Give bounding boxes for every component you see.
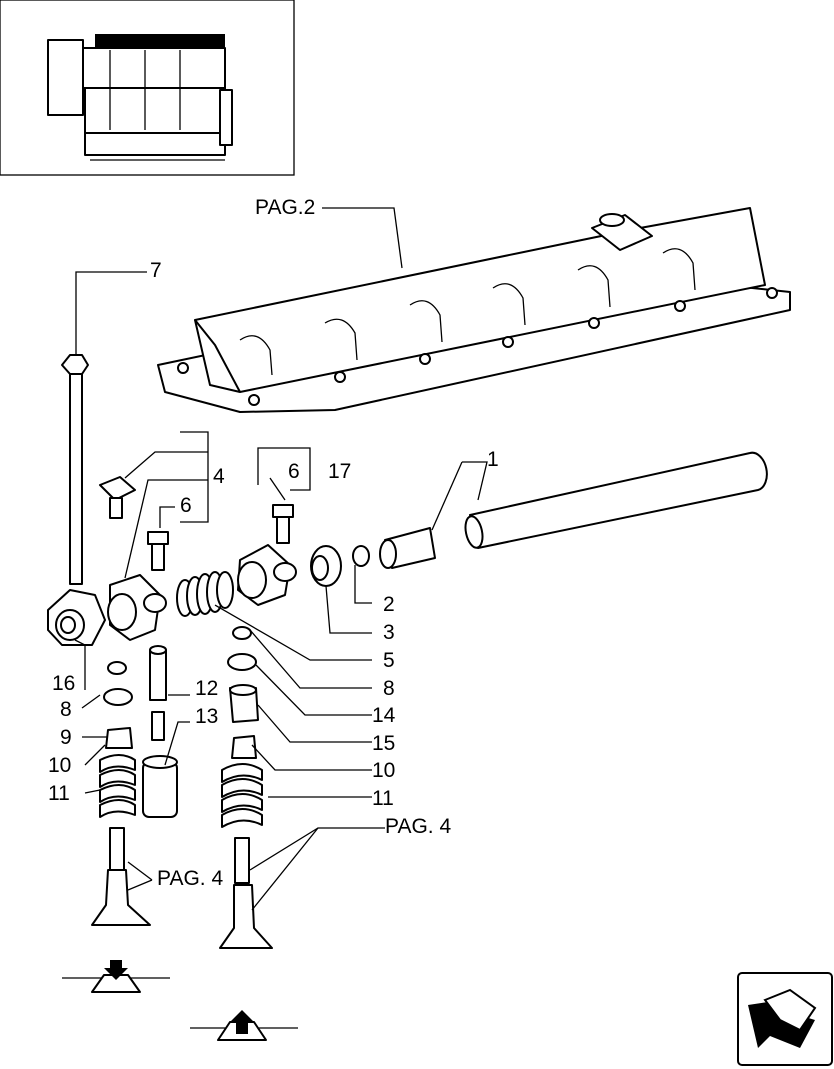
label-11-right: 11: [372, 787, 394, 810]
rocker-arm-left: [107, 574, 167, 641]
label-8-left: 8: [60, 698, 72, 721]
label-1: 1: [487, 448, 499, 471]
label-7: 7: [150, 259, 162, 282]
label-6-left: 6: [180, 494, 192, 517]
label-4: 4: [213, 465, 225, 488]
label-pag4-right: PAG. 4: [385, 815, 451, 838]
rocker-spring: [176, 571, 234, 617]
shaft-parts: [310, 545, 370, 587]
long-bolt: [61, 354, 89, 585]
label-10-left: 10: [48, 754, 71, 777]
engine-thumbnail-icon: [0, 0, 295, 176]
label-14: 14: [372, 704, 396, 727]
label-10-right: 10: [372, 759, 395, 782]
next-page-arrow-icon[interactable]: [737, 972, 833, 1066]
label-15: 15: [372, 732, 395, 755]
label-13: 13: [195, 705, 218, 728]
label-16: 16: [52, 672, 75, 695]
part-labels: PAG.2 7 4 6 6 17 1 2 3 5 8 14 15 10 11 P…: [48, 196, 499, 890]
label-6-right: 6: [288, 460, 300, 483]
label-2: 2: [383, 593, 395, 616]
valve-stack-left: [91, 661, 151, 926]
intake-valve-arrow-icon: [190, 1010, 298, 1041]
rocker-cover: [157, 207, 791, 413]
tappet: [142, 755, 178, 818]
adjusting-screws: [99, 476, 294, 571]
label-17: 17: [328, 460, 351, 483]
exhaust-valve-arrow-icon: [62, 960, 170, 993]
shaft-bracket: [47, 589, 106, 646]
label-11-left: 11: [48, 782, 70, 805]
rocker-arm-right: [237, 544, 297, 606]
label-3: 3: [383, 621, 395, 644]
label-12: 12: [195, 677, 218, 700]
rocker-shaft: [379, 451, 768, 569]
label-9: 9: [60, 726, 72, 749]
push-rod: [149, 645, 167, 741]
label-8-right: 8: [383, 677, 395, 700]
label-pag4-left: PAG. 4: [157, 867, 223, 890]
label-pag2: PAG.2: [255, 196, 315, 219]
leader-lines: [74, 207, 488, 911]
valve-stack-right: [219, 626, 273, 949]
label-5: 5: [383, 649, 395, 672]
